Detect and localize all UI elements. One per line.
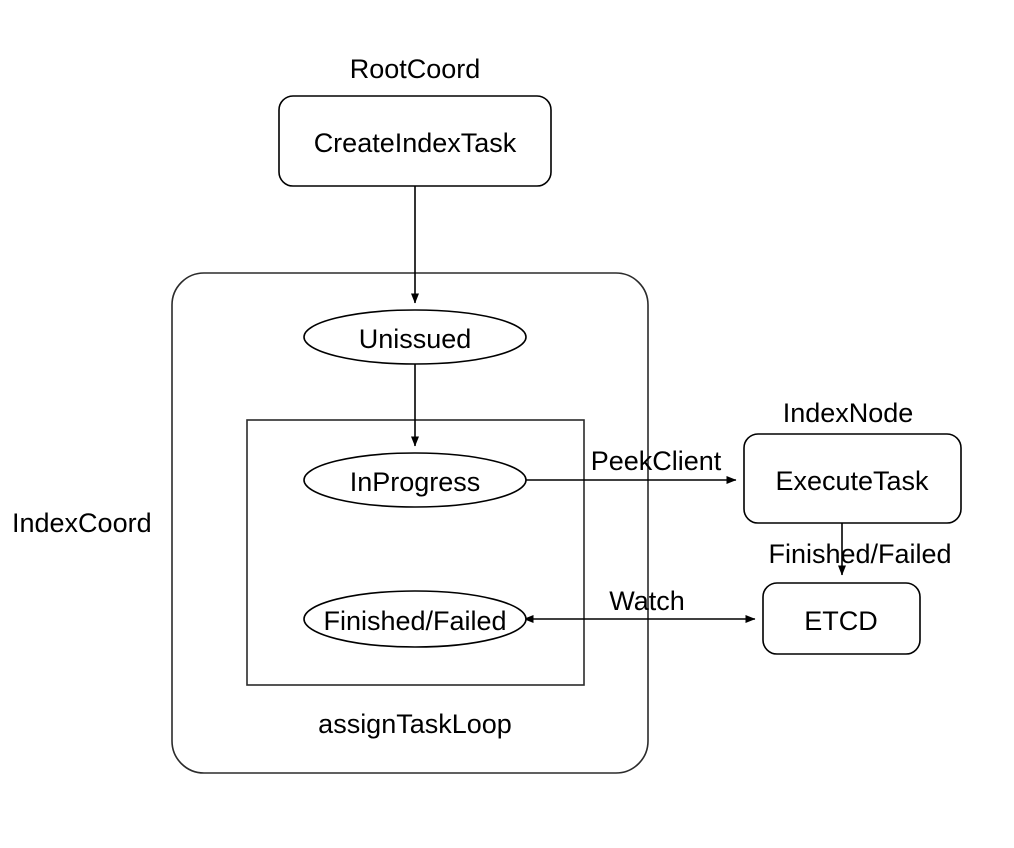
edge-label-watch: Watch (609, 586, 685, 616)
assigntaskloop-label: assignTaskLoop (318, 709, 512, 739)
node-label: InProgress (350, 467, 481, 497)
node-label: Unissued (359, 324, 472, 354)
node-create-index-task[interactable]: CreateIndexTask (278, 95, 552, 187)
node-shape[interactable] (762, 582, 921, 655)
node-shape[interactable] (303, 452, 527, 508)
node-inprogress[interactable]: InProgress (303, 452, 527, 508)
edge-etcd-to-finished-failed: Watch (523, 586, 756, 623)
node-finished-failed-state[interactable]: Finished/Failed (303, 590, 527, 648)
node-label: Finished/Failed (323, 606, 506, 636)
node-shape[interactable] (278, 95, 552, 187)
edge-inprogress-to-executetask: PeekClient (525, 446, 737, 484)
group-indexcoord: IndexCoord (12, 272, 649, 774)
rootcoord-label: RootCoord (350, 54, 481, 84)
indexcoord-boundary (171, 272, 649, 774)
node-label: ExecuteTask (775, 466, 929, 496)
edge-label-finished-failed: Finished/Failed (768, 539, 951, 569)
indexcoord-label: IndexCoord (12, 508, 152, 538)
node-etcd[interactable]: ETCD (762, 582, 921, 655)
node-label: CreateIndexTask (314, 128, 517, 158)
node-shape[interactable] (303, 309, 527, 365)
edge-executetask-to-etcd: Finished/Failed (768, 523, 952, 576)
node-execute-task[interactable]: ExecuteTask (743, 433, 962, 524)
indexnode-label: IndexNode (783, 398, 914, 428)
node-shape[interactable] (743, 433, 962, 524)
node-label: ETCD (804, 606, 878, 636)
edge-label-peekclient: PeekClient (591, 446, 722, 476)
node-shape[interactable] (303, 590, 527, 648)
node-unissued[interactable]: Unissued (303, 309, 527, 365)
